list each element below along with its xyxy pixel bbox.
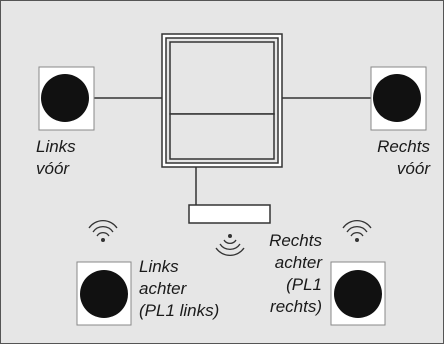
rear-left-label: Links achter (PL1 links) xyxy=(139,257,220,320)
soundbar-icon xyxy=(188,204,271,224)
front-left-label: Links vóór xyxy=(36,137,76,178)
front-right-label: Rechts vóór xyxy=(377,137,430,178)
wireless-signal-icon xyxy=(88,219,118,242)
wireless-signal-icon xyxy=(215,234,245,257)
wireless-signal-icon xyxy=(342,219,372,242)
tv-screen-icon xyxy=(161,33,283,168)
front-left-speaker-icon xyxy=(38,66,95,131)
rear-left-speaker-icon xyxy=(76,261,132,326)
rear-right-label: Rechts achter (PL1 rechts) xyxy=(269,231,322,316)
rear-right-speaker-icon xyxy=(330,261,386,326)
front-right-speaker-icon xyxy=(370,66,427,131)
